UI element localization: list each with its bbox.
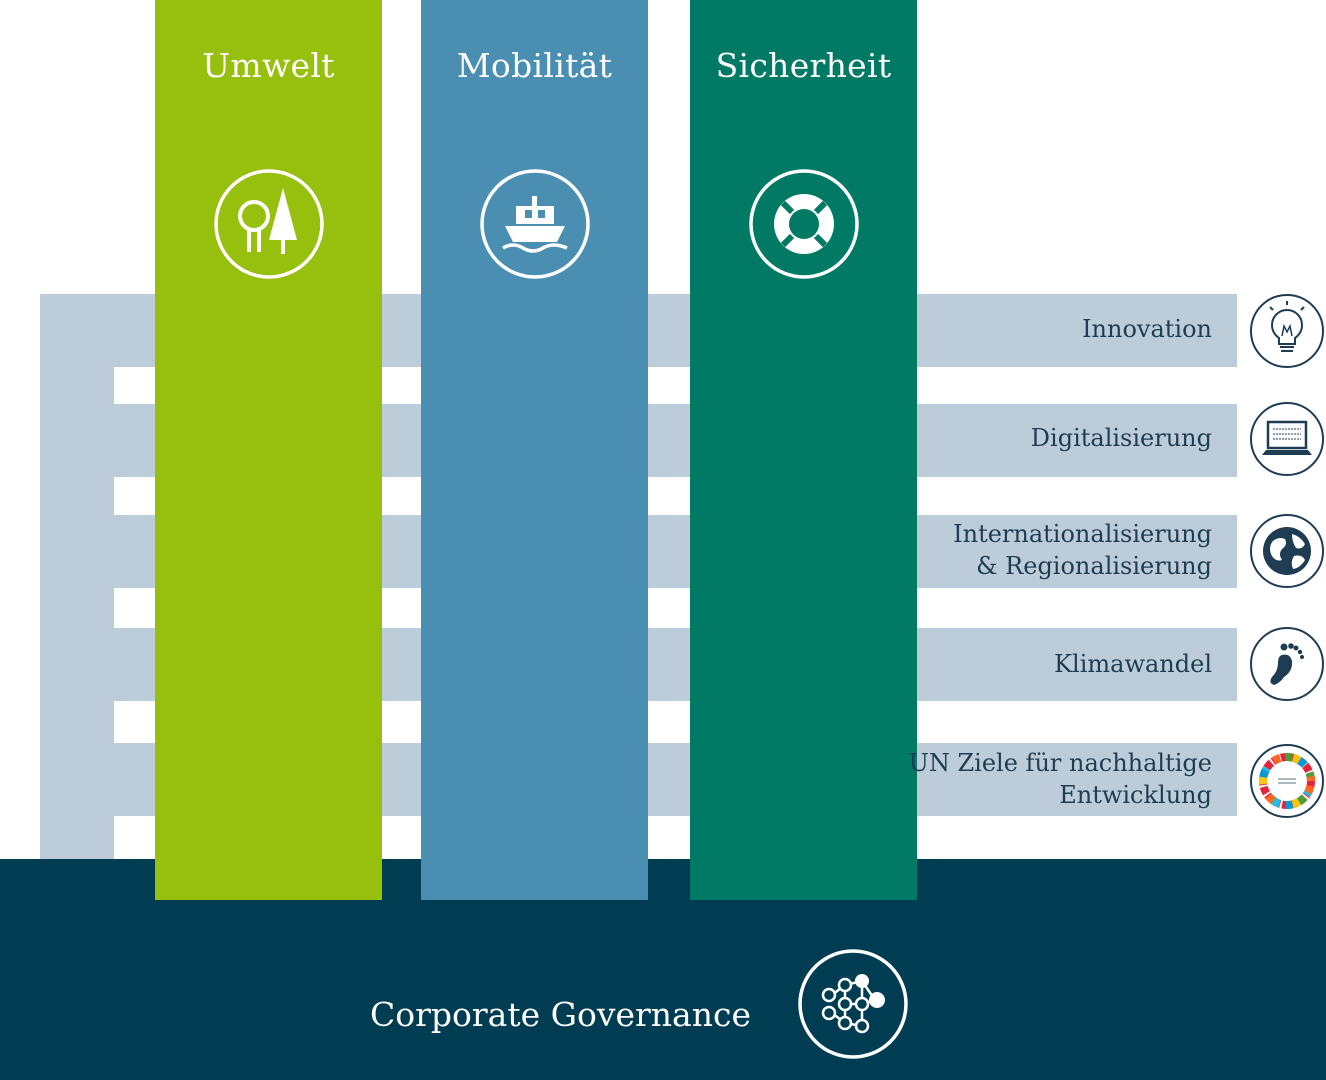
pillar-title: Sicherheit [715,46,892,85]
network-icon [798,949,908,1059]
footprint-icon [1250,627,1324,701]
pillar-umwelt: Umwelt [155,0,382,900]
pillar-title: Mobilität [456,46,613,85]
topic-label-line1: Internationalisierung [953,520,1212,548]
topic-label-digitalisierung: Digitalisierung [1030,424,1212,452]
topic-label-line2: Entwicklung [1059,781,1212,809]
topic-label-line2: & Regionalisierung [976,552,1212,580]
topic-label-internationalisierung: Internationalisierung & Regionalisierung [953,518,1212,582]
pillar-sicherheit: Sicherheit [690,0,917,900]
lightbulb-icon [1250,294,1324,368]
governance-label: Corporate Governance [370,995,751,1034]
tree-icon [214,169,324,279]
topic-label-line1: UN Ziele für nachhaltige [908,749,1212,777]
topic-label-klimawandel: Klimawandel [1054,650,1212,678]
globe-icon [1250,514,1324,588]
laptop-icon [1250,402,1324,476]
ship-icon [480,169,590,279]
topic-label-un-ziele: UN Ziele für nachhaltige Entwicklung [909,747,1212,811]
topic-label-innovation: Innovation [1082,315,1212,343]
pillar-mobilitaet: Mobilität [421,0,648,900]
sdg-wheel-icon [1250,744,1324,818]
left-vertical-band [40,294,114,900]
pillar-title: Umwelt [202,46,335,85]
lifebuoy-icon [749,169,859,279]
